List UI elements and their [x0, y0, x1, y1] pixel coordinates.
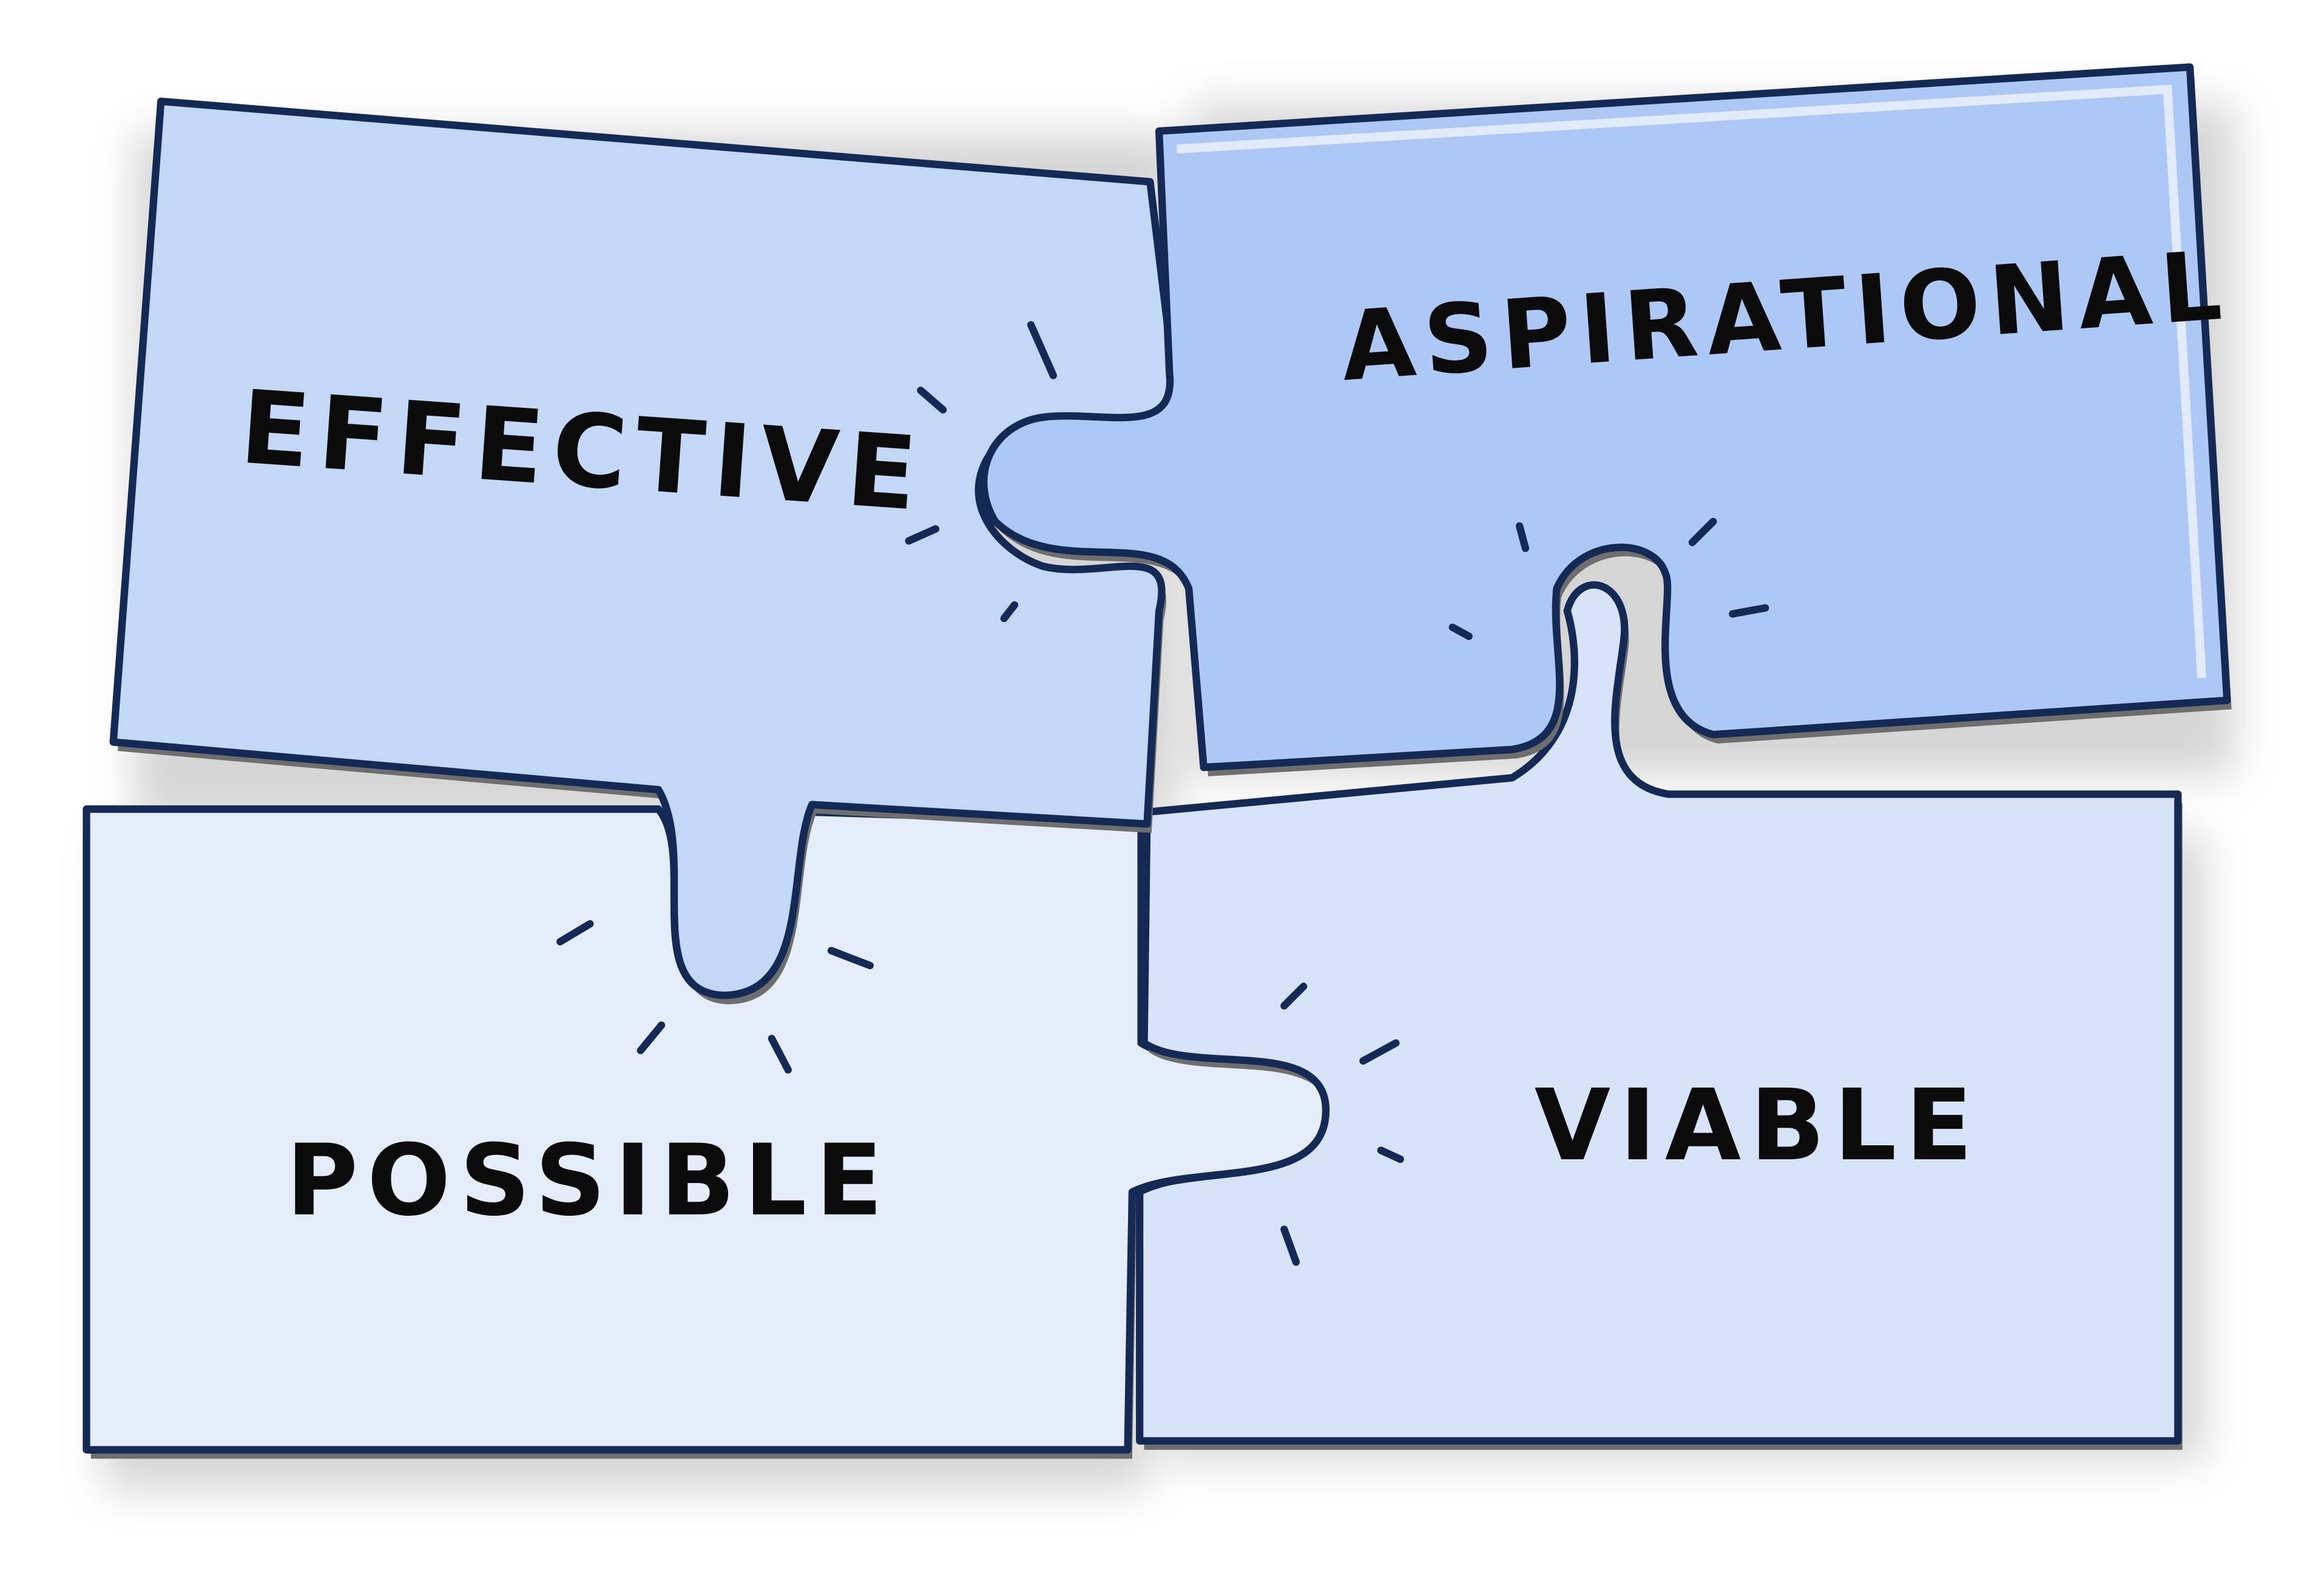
puzzle-piece-effective: [109, 97, 1181, 1005]
spark-marks: [556, 321, 1769, 1266]
piece-body: [980, 63, 2231, 771]
piece-highlight: [1177, 84, 2206, 679]
puzzle-piece-viable: [1136, 581, 2183, 1450]
piece-body: [1136, 581, 2182, 1445]
puzzle-piece-aspirational: [980, 63, 2232, 777]
puzzle-piece-possible: [83, 805, 1331, 1459]
label-viable: VIABLE: [1535, 1069, 1982, 1183]
label-possible: POSSIBLE: [286, 1124, 891, 1238]
